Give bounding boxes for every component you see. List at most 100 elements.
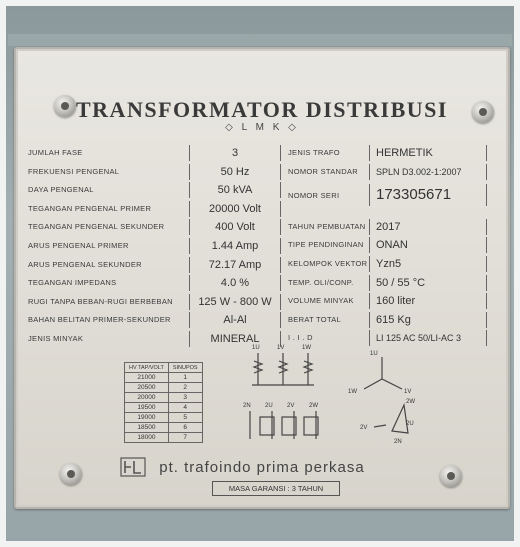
screw-top-right <box>472 101 494 123</box>
spec-value: 50 Hz <box>189 163 281 180</box>
lv-terminal-label: 2N <box>243 403 251 409</box>
spec-label: RUGI TANPA BEBAN-RUGI BERBEBAN <box>28 296 173 306</box>
spec-row: NOMOR STANDAR SPLN D3.002-1:2007 <box>16 163 508 181</box>
spec-label: TEGANGAN IMPEDANS <box>28 278 117 288</box>
spec-row: DAYA PENGENAL 50 kVA <box>16 182 508 199</box>
spec-label: KELOMPOK VEKTOR <box>288 259 368 268</box>
spec-label: TAHUN PEMBUATAN <box>288 221 366 231</box>
hv-terminal-label: 1V <box>277 345 284 351</box>
spec-value: 125 W - 800 W <box>189 293 281 310</box>
tap-voltage: 18500 <box>124 422 169 433</box>
tap-position: 4 <box>167 402 203 413</box>
hv-terminal-label: 1U <box>252 345 260 351</box>
spec-row: RUGI TANPA BEBAN-RUGI BERBEBAN 125 W - 80… <box>16 293 508 311</box>
tap-position: 7 <box>167 432 203 443</box>
tap-voltage: 20500 <box>124 382 169 393</box>
spec-value: 72.17 Amp <box>189 256 281 273</box>
tap-voltage: 19500 <box>124 402 169 413</box>
tap-position: 5 <box>167 412 203 423</box>
spec-value: HERMETIK <box>369 145 487 161</box>
spec-label: NOMOR SERI <box>288 191 340 201</box>
screw-bottom-left <box>60 463 82 485</box>
lv-vector-label: 2V <box>360 425 367 431</box>
spec-label: ARUS PENGENAL SEKUNDER <box>28 259 142 269</box>
spec-row: JENIS TRAFO HERMETIK <box>16 145 508 162</box>
nameplate: TRANSFORMATOR DISTRIBUSI ◇ L M K ◇ JUMLA… <box>14 47 510 509</box>
tap-voltage: 18000 <box>124 432 169 443</box>
lv-terminal-label: 2W <box>309 403 318 409</box>
spec-label: VOLUME MINYAK <box>288 296 354 306</box>
spec-label: ARUS PENGENAL PRIMER <box>28 241 129 250</box>
spec-label: BERAT TOTAL <box>288 314 342 324</box>
screw-top-left <box>54 95 76 117</box>
spec-row: ARUS PENGENAL SEKUNDER 72.17 Amp <box>16 256 508 274</box>
spec-label: JUMLAH FASE <box>28 148 83 157</box>
hv-vector-label: 1V <box>404 389 411 395</box>
tap-table-header-cell: HV TAP/VOLT <box>124 362 169 373</box>
spec-value: 1.44 Amp <box>189 238 281 254</box>
spec-value: 50 kVA <box>189 182 281 199</box>
spec-row: TEGANGAN PENGENAL PRIMER 20000 Volt <box>16 200 508 218</box>
spec-label: JENIS TRAFO <box>288 148 340 157</box>
spec-label: BAHAN BELITAN PRIMER-SEKUNDER <box>28 315 171 325</box>
spec-row: TIPE PENDINGINAN ONAN <box>16 237 508 254</box>
spec-row: BAHAN BELITAN PRIMER-SEKUNDER Al-Al <box>16 312 508 329</box>
spec-value: 3 <box>189 145 281 161</box>
spec-label: JENIS MINYAK <box>28 334 84 343</box>
spec-value: 400 Volt <box>189 219 281 236</box>
spec-label: I . I . D <box>288 333 313 343</box>
manufacturer-name: pt. trafoindo prima perkasa <box>159 459 365 476</box>
spec-label: TEMP. OLI/CONP. <box>288 277 354 287</box>
spec-value: 2017 <box>369 218 487 235</box>
spec-row: VOLUME MINYAK 160 liter <box>16 293 508 310</box>
brand-arrow-left-icon: ◇ <box>225 122 236 133</box>
spec-value: Yzn5 <box>369 256 487 272</box>
vector-group-diagram: 1U 1W 1V 2W 2V 2U 2N <box>348 351 415 445</box>
winding-diagram: 1U 1V 1W 2N 2U 2V 2W <box>243 345 319 439</box>
tap-voltage: 21000 <box>124 372 169 383</box>
spec-row: JUMLAH FASE 3 <box>16 145 508 162</box>
hv-vector-label: 1U <box>370 351 378 357</box>
brand-arrow-right-icon: ◇ <box>288 122 299 133</box>
hv-vector-label: 1W <box>348 389 357 395</box>
warranty-box: MASA GARANSI : 3 TAHUN <box>212 481 340 496</box>
spec-value: 615 Kg <box>369 311 487 328</box>
lv-vector-label: 2U <box>406 421 414 427</box>
tap-position: 2 <box>167 382 203 393</box>
spec-row: BERAT TOTAL 615 Kg <box>16 311 508 329</box>
tap-position: 3 <box>167 392 203 403</box>
spec-value: 20000 Volt <box>189 200 281 217</box>
tap-table-header: HV TAP/VOLT SINUPOS <box>124 362 203 373</box>
spec-value: ONAN <box>369 237 487 254</box>
spec-row: TEGANGAN PENGENAL SEKUNDER 400 Volt <box>16 219 508 236</box>
spec-label: TEGANGAN PENGENAL SEKUNDER <box>28 222 165 232</box>
hv-terminal-label: 1W <box>302 345 311 351</box>
spec-label: FREKUENSI PENGENAL <box>28 166 120 176</box>
spec-value: Al-Al <box>189 312 281 329</box>
spec-label: TIPE PENDINGINAN <box>288 240 364 250</box>
spec-label: NOMOR STANDAR <box>288 166 359 176</box>
spec-value: SPLN D3.002-1:2007 <box>369 163 487 180</box>
lv-terminal-label: 2U <box>265 403 273 409</box>
spec-label: TEGANGAN PENGENAL PRIMER <box>28 203 152 213</box>
spec-row: TEMP. OLI/CONP. 50 / 55 °C <box>16 274 508 292</box>
spec-row: ARUS PENGENAL PRIMER 1.44 Amp <box>16 238 508 255</box>
plate-title: TRANSFORMATOR DISTRIBUSI <box>76 97 448 122</box>
tap-voltage: 20000 <box>124 392 169 403</box>
spec-label: DAYA PENGENAL <box>28 185 94 195</box>
spec-value: 50 / 55 °C <box>369 274 487 291</box>
spec-value: 160 liter <box>369 293 487 310</box>
brand-mark: ◇ L M K ◇ <box>16 122 508 133</box>
